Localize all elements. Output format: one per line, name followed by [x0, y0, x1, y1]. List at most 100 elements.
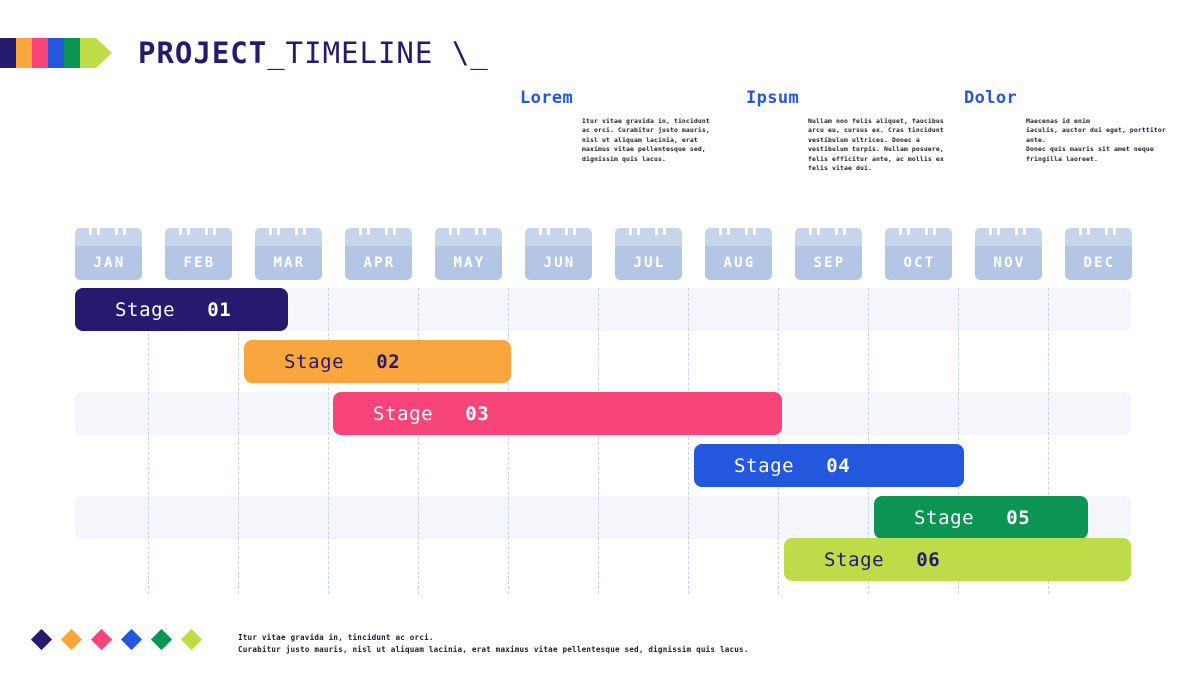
calendar-ring-left-icon	[179, 218, 190, 235]
stage-label-number: 03	[465, 402, 490, 425]
grid-divider-line	[868, 288, 869, 594]
calendar-icon-jun[interactable]: JUN	[525, 218, 592, 280]
footer-diamond-4	[120, 628, 143, 651]
calendar-top-band	[1065, 228, 1132, 246]
grid-divider-line	[508, 288, 509, 594]
calendar-body: JUL	[615, 246, 682, 280]
calendar-ring-left-icon	[359, 218, 370, 235]
logo-bar-2	[16, 38, 32, 68]
page-title: PROJECT_TIMELINE \_	[138, 36, 489, 70]
month-label: MAR	[273, 255, 306, 271]
stage-bar-04[interactable]: Stage 04	[694, 444, 964, 487]
calendar-body: JUN	[525, 246, 592, 280]
calendar-icon-nov[interactable]: NOV	[975, 218, 1042, 280]
calendar-ring-right-icon	[925, 218, 936, 235]
info-column-body: Itur vitae gravida in, tincidunt ac orci…	[582, 117, 710, 163]
month-label: DEC	[1083, 255, 1116, 271]
calendar-icon-sep[interactable]: SEP	[795, 218, 862, 280]
calendar-body: NOV	[975, 246, 1042, 280]
info-column-body: Nullam non felis aliquet, faucibus arcu …	[808, 117, 944, 173]
calendar-icon-apr[interactable]: APR	[345, 218, 412, 280]
calendar-icon-oct[interactable]: OCT	[885, 218, 952, 280]
grid-divider-line	[328, 288, 329, 594]
month-label: JAN	[93, 255, 126, 271]
logo-bar-4	[48, 38, 64, 68]
calendar-top-band	[75, 228, 142, 246]
calendar-ring-right-icon	[1105, 218, 1116, 235]
footer-diamond-6	[180, 628, 203, 651]
calendar-ring-left-icon	[629, 218, 640, 235]
calendar-ring-left-icon	[1079, 218, 1090, 235]
grid-divider-line	[148, 288, 149, 594]
month-header-row: JAN FEB MAR APR MAY JUN JUL AUG SEP OCT NOV DEC	[0, 218, 1200, 280]
stage-label-number: 01	[207, 298, 232, 321]
calendar-ring-left-icon	[809, 218, 820, 235]
stage-label-number: 04	[826, 454, 851, 477]
stage-label-prefix: Stage	[914, 506, 975, 529]
month-label: JUN	[543, 255, 576, 271]
stage-label-number: 05	[1006, 506, 1031, 529]
grid-divider-line	[238, 288, 239, 594]
calendar-icon-may[interactable]: MAY	[435, 218, 502, 280]
month-label: NOV	[993, 255, 1026, 271]
calendar-body: JAN	[75, 246, 142, 280]
calendar-top-band	[885, 228, 952, 246]
stage-label-number: 02	[376, 350, 401, 373]
calendar-icon-mar[interactable]: MAR	[255, 218, 322, 280]
calendar-body: FEB	[165, 246, 232, 280]
logo-arrow-tip-icon	[96, 38, 112, 68]
calendar-ring-right-icon	[295, 218, 306, 235]
stage-label-prefix: Stage	[824, 548, 885, 571]
stage-bar-label: Stage 03	[353, 403, 489, 425]
logo-bar-6	[80, 38, 96, 68]
footer-diamond-2	[60, 628, 83, 651]
info-column-heading: Ipsum	[746, 88, 800, 108]
calendar-top-band	[795, 228, 862, 246]
grid-divider-line	[598, 288, 599, 594]
calendar-body: AUG	[705, 246, 772, 280]
grid-divider-line	[958, 288, 959, 594]
stage-bar-03[interactable]: Stage 03	[333, 392, 782, 435]
calendar-body: APR	[345, 246, 412, 280]
calendar-top-band	[165, 228, 232, 246]
grid-divider-line	[418, 288, 419, 594]
calendar-icon-aug[interactable]: AUG	[705, 218, 772, 280]
logo-bar-3	[32, 38, 48, 68]
calendar-ring-right-icon	[655, 218, 666, 235]
calendar-icon-jul[interactable]: JUL	[615, 218, 682, 280]
stage-bar-01[interactable]: Stage 01	[75, 288, 288, 331]
month-label: SEP	[813, 255, 846, 271]
calendar-ring-right-icon	[205, 218, 216, 235]
calendar-icon-dec[interactable]: DEC	[1065, 218, 1132, 280]
month-label: JUL	[633, 255, 666, 271]
stage-bar-label: Stage 01	[95, 299, 231, 321]
month-label: FEB	[183, 255, 216, 271]
stage-bar-05[interactable]: Stage 05	[874, 496, 1088, 539]
calendar-ring-right-icon	[745, 218, 756, 235]
calendar-ring-right-icon	[475, 218, 486, 235]
stage-bar-label: Stage 02	[264, 351, 400, 373]
calendar-ring-left-icon	[449, 218, 460, 235]
project-timeline-logo-icon	[0, 38, 112, 68]
stage-label-prefix: Stage	[373, 402, 434, 425]
stage-bar-label: Stage 04	[714, 455, 850, 477]
stage-bar-06[interactable]: Stage 06	[784, 538, 1131, 581]
calendar-ring-right-icon	[1015, 218, 1026, 235]
page-footer: Itur vitae gravida in, tincidunt ac orci…	[0, 628, 1200, 670]
calendar-icon-feb[interactable]: FEB	[165, 218, 232, 280]
calendar-top-band	[345, 228, 412, 246]
calendar-body: MAY	[435, 246, 502, 280]
calendar-icon-jan[interactable]: JAN	[75, 218, 142, 280]
calendar-top-band	[615, 228, 682, 246]
calendar-body: SEP	[795, 246, 862, 280]
calendar-top-band	[525, 228, 592, 246]
calendar-body: MAR	[255, 246, 322, 280]
footer-diamond-legend	[30, 628, 214, 651]
footer-diamond-1	[30, 628, 53, 651]
stage-bar-02[interactable]: Stage 02	[244, 340, 511, 383]
info-column-body: Maecenas id enim iaculis, auctor dui ege…	[1026, 117, 1166, 163]
grid-divider-line	[778, 288, 779, 594]
